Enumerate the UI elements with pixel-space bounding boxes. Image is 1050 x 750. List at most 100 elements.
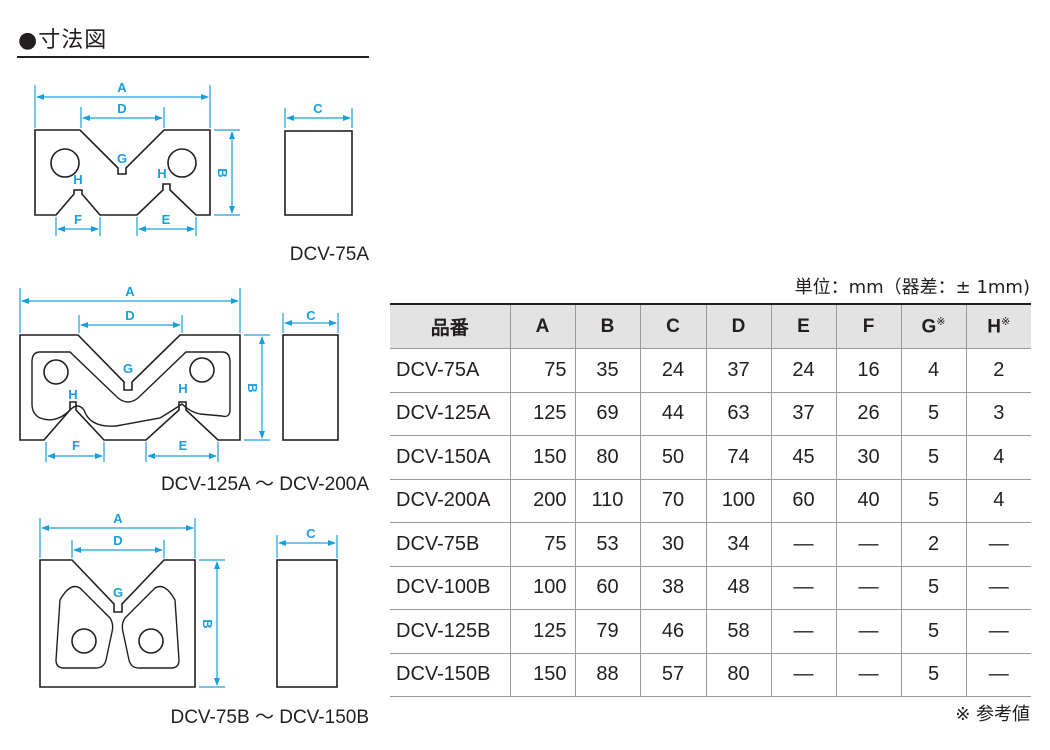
cell-g: 5 xyxy=(900,566,966,610)
cell-d: 63 xyxy=(705,392,771,436)
cell-f: 16 xyxy=(835,348,901,393)
dim-label-g: G xyxy=(117,151,127,166)
cell-g: 5 xyxy=(900,479,966,523)
cell-d: 34 xyxy=(705,522,771,567)
cell-model: DCV-100B xyxy=(390,566,510,610)
dim-label-c: C xyxy=(313,101,323,116)
cell-g: 2 xyxy=(900,522,966,567)
dim-label-b: B xyxy=(200,619,215,628)
cell-c: 50 xyxy=(639,435,706,480)
header-f: F xyxy=(835,304,901,349)
dim-label-g: G xyxy=(123,361,133,376)
cell-model: DCV-150B xyxy=(390,653,510,697)
cell-b: 80 xyxy=(574,435,640,480)
cell-d: 48 xyxy=(705,566,771,610)
cell-c: 24 xyxy=(639,348,706,393)
cell-c: 46 xyxy=(639,609,706,654)
cell-b: 35 xyxy=(574,348,640,393)
unit-note: 単位：mm（器差：± 1mm) xyxy=(794,277,1030,298)
cell-d: 74 xyxy=(705,435,771,480)
header-h: H※ xyxy=(965,304,1031,349)
cell-h: 4 xyxy=(965,435,1031,480)
header-a: A xyxy=(509,304,575,349)
cell-e: 45 xyxy=(770,435,836,480)
reference-mark: ※ xyxy=(1001,315,1011,328)
cell-f: 30 xyxy=(835,435,901,480)
cell-g: 5 xyxy=(900,435,966,480)
cell-d: 37 xyxy=(705,348,771,393)
cell-f: ― xyxy=(835,653,901,697)
cell-e: ― xyxy=(770,566,836,610)
cell-h: 2 xyxy=(965,348,1031,393)
cell-d: 80 xyxy=(705,653,771,697)
dim-label-b: B xyxy=(245,383,260,392)
dim-label-c: C xyxy=(306,526,316,541)
header-model: 品番 xyxy=(390,304,510,349)
cell-model: DCV-150A xyxy=(390,435,510,480)
header-e: E xyxy=(770,304,836,349)
cell-model: DCV-75A xyxy=(390,348,510,393)
header-d: D xyxy=(705,304,771,349)
cell-f: ― xyxy=(835,566,901,610)
cell-f: 26 xyxy=(835,392,901,436)
v-block-side-125a xyxy=(282,334,339,441)
cell-g: 4 xyxy=(900,348,966,393)
cell-e: ― xyxy=(770,609,836,654)
dim-label-g: G xyxy=(113,585,123,600)
cell-model: DCV-200A xyxy=(390,479,510,523)
model-label-125a-200a: DCV-125A ～ DCV-200A xyxy=(160,474,369,495)
dim-label-h: H xyxy=(68,387,77,402)
cell-h: 3 xyxy=(965,392,1031,436)
cell-c: 44 xyxy=(639,392,706,436)
cell-g: 5 xyxy=(900,653,966,697)
cell-d: 100 xyxy=(705,479,771,523)
cell-a: 150 xyxy=(509,435,575,480)
cell-a: 125 xyxy=(509,392,575,436)
cell-b: 88 xyxy=(574,653,640,697)
model-label-75b-150b: DCV-75B ～ DCV-150B xyxy=(170,707,369,728)
cell-c: 70 xyxy=(639,479,706,523)
dim-label-a: A xyxy=(125,284,135,299)
cell-b: 60 xyxy=(574,566,640,610)
cell-b: 79 xyxy=(574,609,640,654)
v-block-side-75b xyxy=(276,559,338,688)
cell-c: 38 xyxy=(639,566,706,610)
footnote: ※ 参考値 xyxy=(955,704,1030,725)
cell-a: 75 xyxy=(509,522,575,567)
header-g: G※ xyxy=(900,304,966,349)
dim-label-f: F xyxy=(72,438,80,453)
cell-b: 110 xyxy=(574,479,640,523)
model-label-75a: DCV-75A xyxy=(289,244,369,265)
dim-label-d: D xyxy=(113,533,122,548)
cell-e: 60 xyxy=(770,479,836,523)
cell-model: DCV-75B xyxy=(390,522,510,567)
dim-label-a: A xyxy=(117,80,127,95)
dim-label-a: A xyxy=(113,511,123,526)
dim-label-f: F xyxy=(74,212,82,227)
cell-h: ― xyxy=(965,609,1031,654)
cell-a: 150 xyxy=(509,653,575,697)
cell-b: 53 xyxy=(574,522,640,567)
dim-label-e: E xyxy=(162,212,171,227)
dim-label-d: D xyxy=(125,308,134,323)
dim-label-c: C xyxy=(306,308,316,323)
cell-a: 100 xyxy=(509,566,575,610)
inner-groove xyxy=(31,351,231,427)
title-divider xyxy=(17,56,369,58)
dim-label-h: H xyxy=(178,381,187,396)
dim-label-b: B xyxy=(215,168,230,177)
inner-pocket-right xyxy=(121,585,180,669)
v-block-side-75a xyxy=(284,130,353,216)
cell-f: 40 xyxy=(835,479,901,523)
dim-label-e: E xyxy=(179,438,188,453)
dim-label-h: H xyxy=(73,172,82,187)
cell-f: ― xyxy=(835,522,901,567)
